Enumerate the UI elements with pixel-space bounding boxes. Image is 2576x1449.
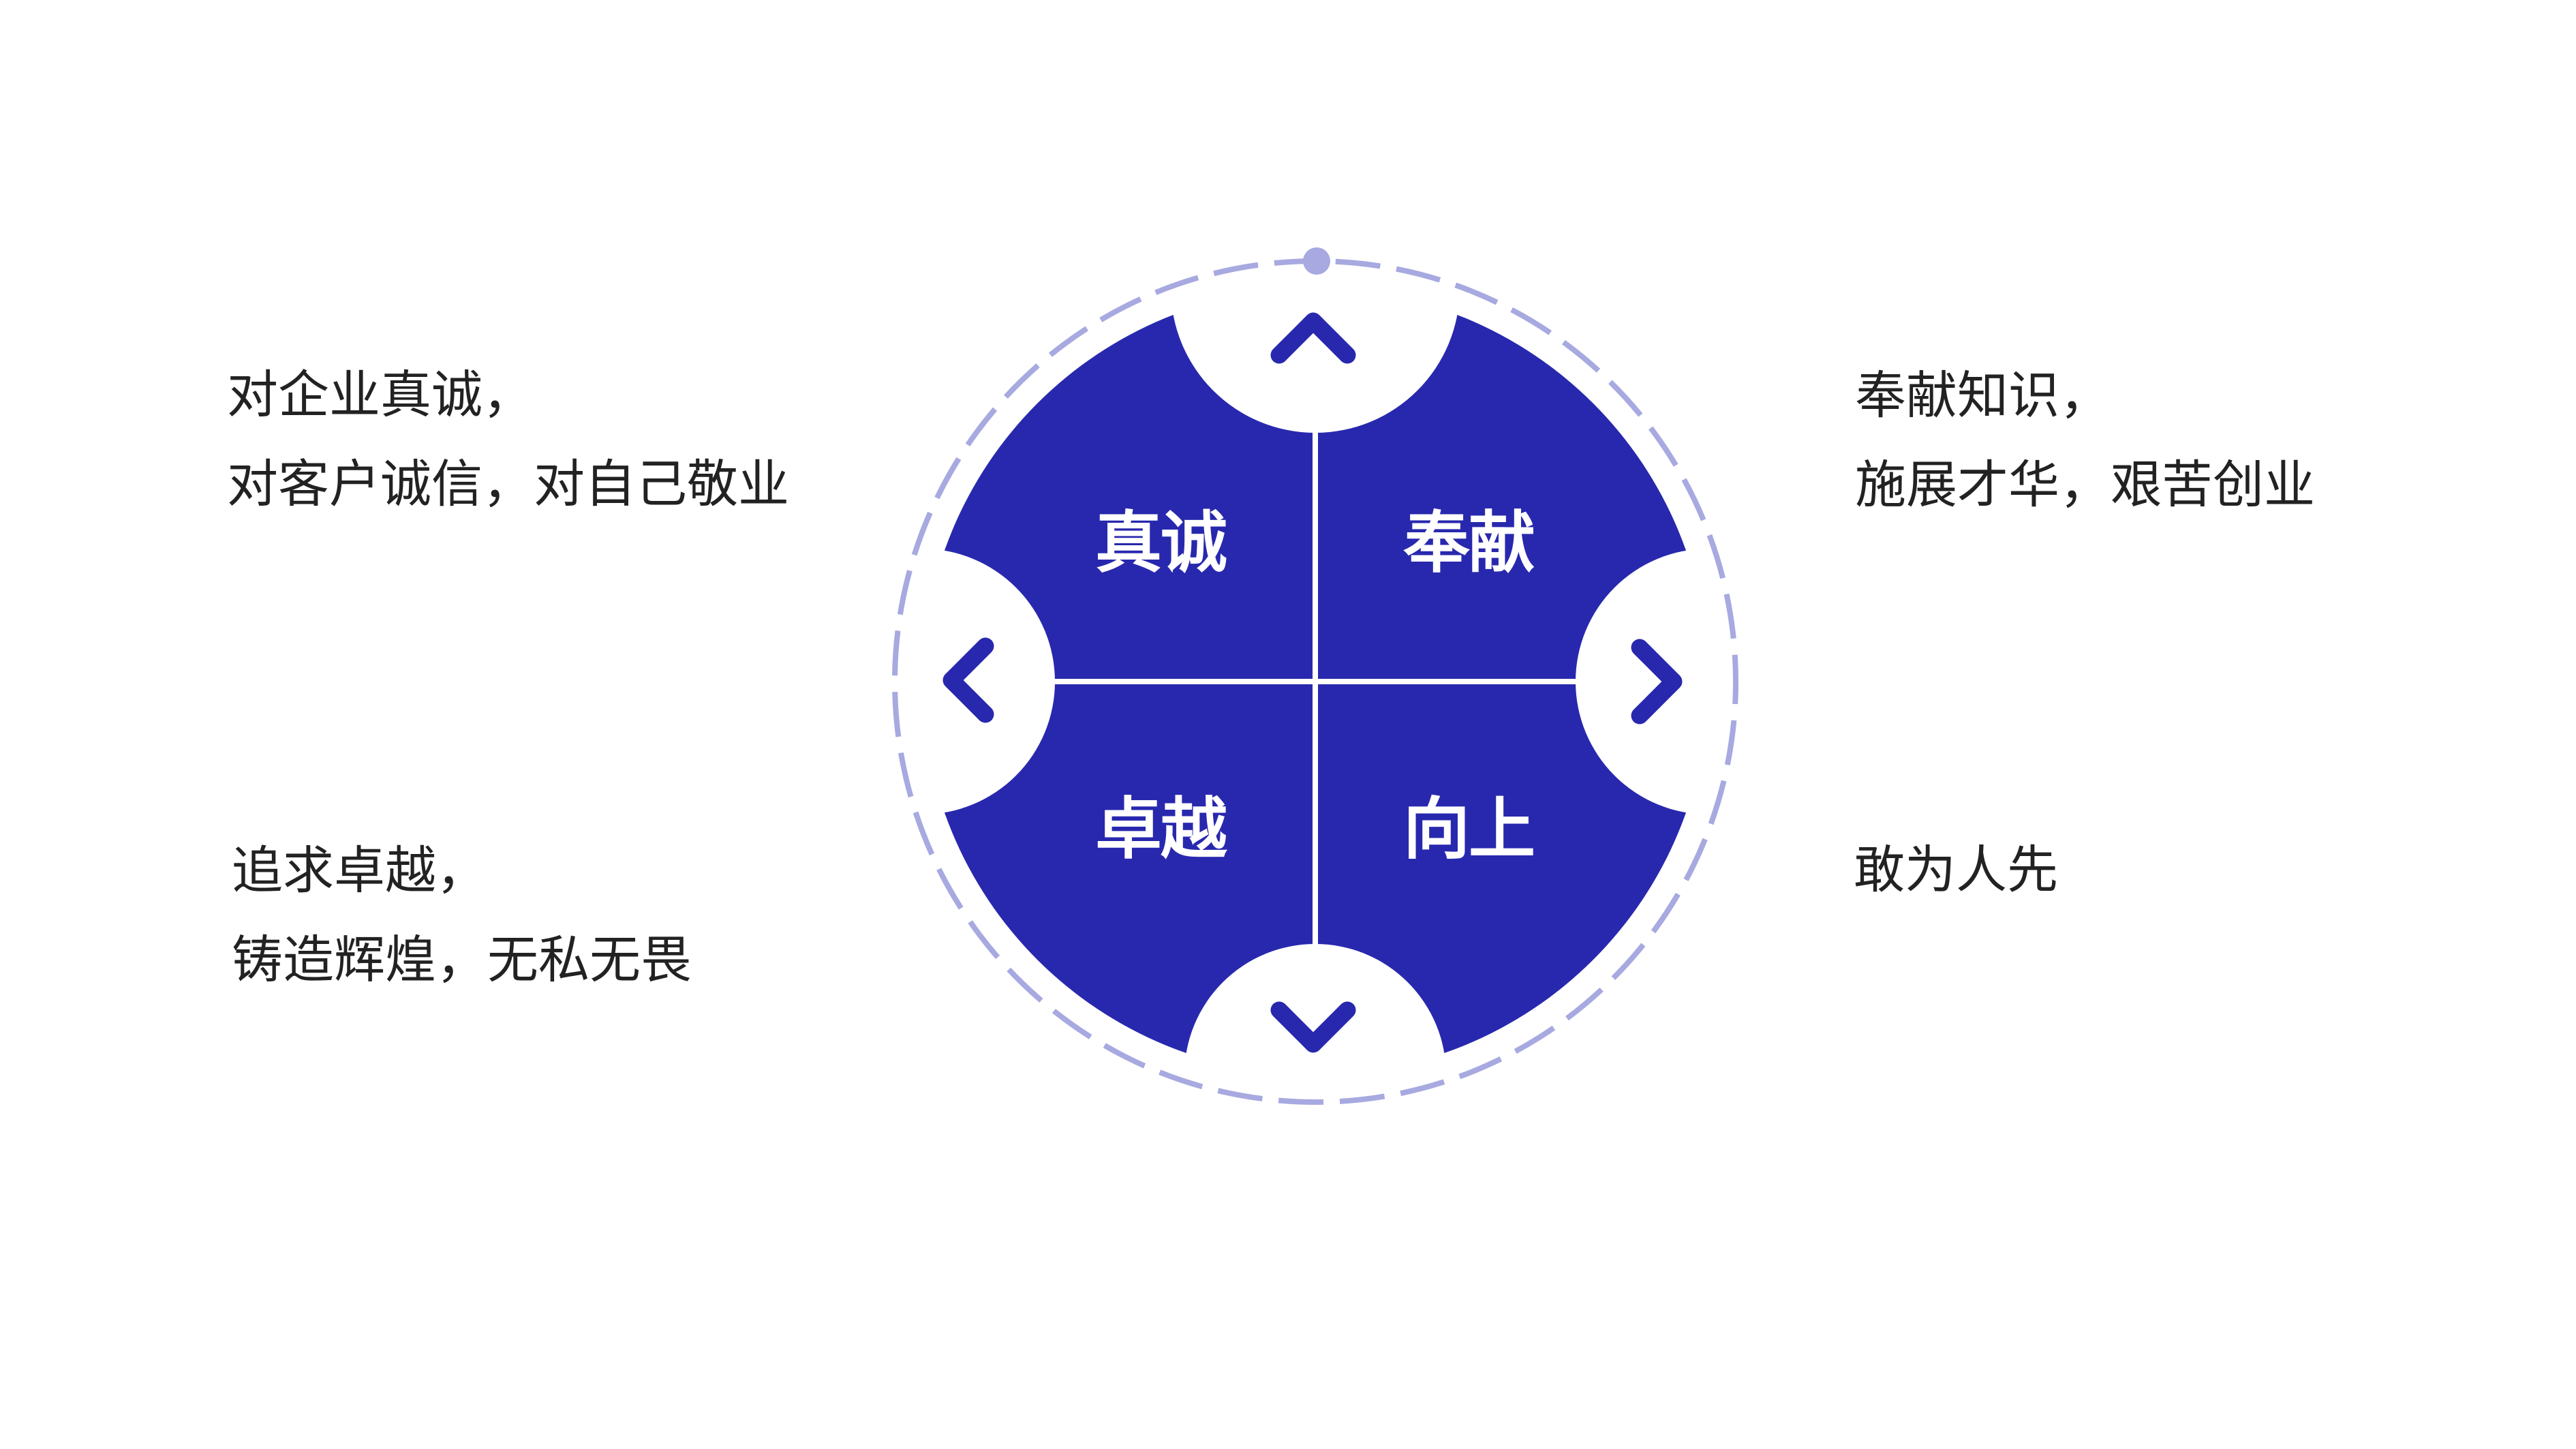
description-line: 奉献知识， — [1855, 365, 2111, 425]
description-bottom-right: 敢为人先 — [1854, 825, 2058, 915]
chevron-down-icon[interactable] — [1270, 1001, 1356, 1053]
description-top-right: 奉献知识， 施展才华，艰苦创业 — [1855, 351, 2315, 530]
dot-marker-icon — [1303, 247, 1330, 275]
description-top-left: 对企业真诚， 对客户诚信，对自己敬业 — [227, 350, 789, 529]
quadrant-bottom-left[interactable] — [922, 682, 1315, 1075]
quadrant-top-left[interactable] — [922, 288, 1315, 682]
description-line: 追求卓越， — [232, 840, 488, 900]
description-line: 施展才华，艰苦创业 — [1855, 455, 2316, 515]
quadrant-bottom-right[interactable] — [1315, 682, 1708, 1075]
description-line: 对客户诚信，对自己敬业 — [227, 454, 790, 514]
quadrant-label-top-right: 奉献 — [1402, 504, 1535, 582]
description-line: 对企业真诚， — [227, 365, 534, 425]
description-line: 铸造辉煌，无私无畏 — [232, 930, 692, 990]
quadrant-disc — [906, 273, 1724, 1090]
description-line: 敢为人先 — [1854, 840, 2059, 900]
quadrant-label-bottom-left: 卓越 — [1094, 791, 1227, 868]
quadrant-label-top-left: 真诚 — [1094, 504, 1227, 582]
chevron-right-icon[interactable] — [1631, 639, 1683, 724]
chevron-up-icon[interactable] — [1270, 312, 1356, 364]
description-bottom-left: 追求卓越， 铸造辉煌，无私无畏 — [232, 826, 692, 1005]
quadrant-label-bottom-right: 向上 — [1402, 791, 1535, 868]
horizontal-divider — [906, 679, 1724, 684]
chevron-left-icon[interactable] — [942, 637, 994, 723]
quadrant-top-right[interactable] — [1315, 288, 1708, 682]
